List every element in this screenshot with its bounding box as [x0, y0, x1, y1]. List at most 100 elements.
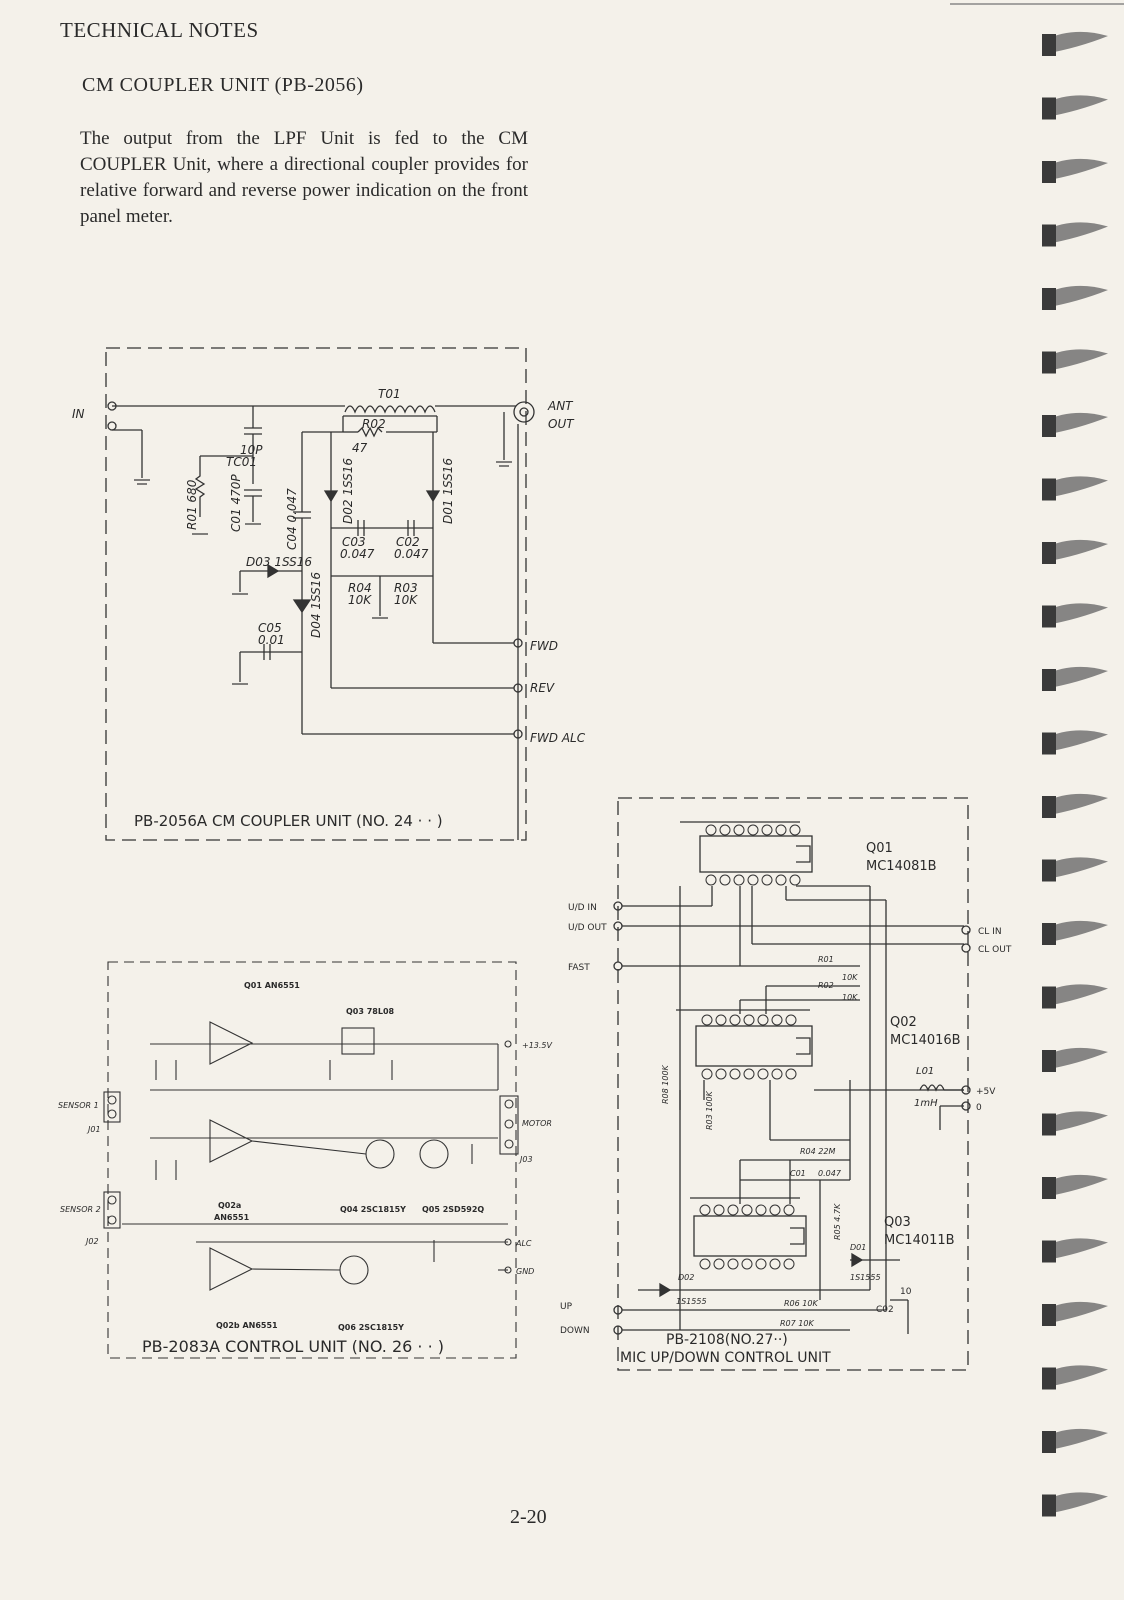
cm-c03-value: 0.047 — [340, 547, 375, 561]
spiral-hole — [1042, 478, 1056, 501]
mic-r01-value: 10K — [842, 973, 858, 982]
mic-updown-labels: Q01 MC14081B Q02 MC14016B Q03 MC14011B U… — [560, 841, 1012, 1336]
ctrl-q01: Q01 AN6551 — [244, 981, 300, 990]
mic-ic-q01-part: MC14081B — [866, 859, 937, 874]
spiral-loop — [1044, 603, 1108, 626]
mic-c02-value: 10 — [900, 1287, 912, 1297]
mic-port-up: UP — [560, 1302, 573, 1312]
spiral-loop — [1044, 730, 1108, 753]
cm-r02-value: 47 — [352, 441, 368, 455]
mic-port-ud-in: U/D IN — [568, 903, 597, 913]
spiral-loop — [1044, 1428, 1108, 1451]
spiral-hole — [1042, 288, 1056, 310]
cm-port-in: IN — [72, 407, 85, 421]
cm-d04: D04 1SS16 — [309, 572, 323, 638]
spiral-loop — [1044, 984, 1108, 1007]
mic-c01: C01 — [790, 1169, 806, 1178]
mic-r02-value: 10K — [842, 993, 858, 1002]
cm-tc01-value: 10P — [240, 443, 263, 457]
ctrl-q03: Q03 78L08 — [346, 1007, 395, 1016]
cm-c05: C05 — [258, 621, 282, 635]
spiral-loop — [1044, 1301, 1108, 1324]
spiral-hole — [1042, 1367, 1056, 1390]
spiral-hole — [1042, 34, 1056, 56]
spiral-loop — [1044, 412, 1108, 435]
spiral-hole — [1042, 1050, 1056, 1072]
spiral-loop — [1044, 1111, 1108, 1134]
spiral-hole — [1042, 1431, 1056, 1453]
unit-heading: CM COUPLER UNIT (PB-2056) — [82, 74, 364, 96]
spiral-hole — [1042, 796, 1056, 818]
spiral-binding — [950, 3, 1124, 1517]
cm-port-fwd-alc: FWD ALC — [530, 731, 586, 745]
spiral-hole — [1042, 1177, 1056, 1199]
ctrl-q04: Q04 2SC1815Y — [340, 1205, 406, 1214]
mic-updown-schematic — [613, 797, 971, 1371]
spiral-loop — [1044, 222, 1108, 245]
mic-port-ud-out: U/D OUT — [568, 923, 607, 933]
cm-d01: D01 1SS16 — [441, 458, 455, 524]
cm-r04-value: 10K — [348, 593, 372, 607]
ctrl-q02a-part: AN6551 — [214, 1213, 250, 1222]
spiral-loop — [1044, 95, 1108, 118]
mic-d02: D02 — [678, 1273, 694, 1282]
cm-tc01: TC01 — [226, 455, 257, 469]
mic-ic-q02-ref: Q02 — [890, 1015, 917, 1030]
mic-port-fast: FAST — [568, 963, 590, 973]
mic-port-cl-in: CL IN — [978, 927, 1002, 937]
ctrl-gnd: GND — [516, 1267, 534, 1276]
ctrl-motor: MOTOR — [522, 1119, 552, 1128]
spiral-loop — [1044, 31, 1108, 54]
spiral-hole — [1042, 923, 1056, 945]
cm-port-out: OUT — [548, 417, 575, 431]
spiral-hole — [1042, 986, 1056, 1009]
page-number: 2-20 — [510, 1506, 547, 1528]
spiral-loop — [1044, 1047, 1108, 1070]
spiral-hole — [1042, 605, 1056, 628]
ctrl-q05: Q05 2SD592Q — [422, 1205, 484, 1214]
cm-r02: R02 — [362, 417, 386, 431]
ctrl-v135: +13.5V — [522, 1041, 553, 1050]
mic-ic-q01-ref: Q01 — [866, 841, 893, 856]
spiral-loop — [1044, 349, 1108, 372]
cm-t01: T01 — [378, 387, 401, 401]
spiral-hole — [1042, 97, 1056, 120]
cm-port-fwd: FWD — [530, 639, 558, 653]
control-unit-labels: Q01 AN6551 Q03 78L08 Q04 2SC1815Y Q05 2S… — [58, 981, 553, 1332]
spiral-hole — [1042, 351, 1056, 374]
cm-c05-value: 0.01 — [258, 633, 285, 647]
cm-r01: R01 680 — [185, 479, 199, 530]
spiral-hole — [1042, 224, 1056, 247]
mic-r04: R04 22M — [800, 1147, 835, 1156]
mic-l01-value: 1mH — [914, 1098, 938, 1109]
mic-port-down: DOWN — [560, 1326, 590, 1336]
mic-c02: C02 — [876, 1305, 894, 1315]
mic-port-5v: +5V — [976, 1087, 996, 1097]
mic-c01-value: 0.047 — [818, 1169, 842, 1178]
spiral-hole — [1042, 1304, 1056, 1326]
mic-ic-q03-ref: Q03 — [884, 1215, 911, 1230]
spiral-loop — [1044, 1238, 1108, 1261]
cm-port-rev: REV — [530, 681, 555, 695]
cm-c01: C01 470P — [229, 474, 243, 532]
spiral-loop — [1044, 666, 1108, 689]
cm-coupler-labels: IN ANT OUT T01 R02 47 TC01 10P R01 680 C… — [72, 387, 586, 745]
section-heading: TECHNICAL NOTES — [60, 18, 259, 42]
spiral-hole — [1042, 1240, 1056, 1263]
spiral-loop — [1044, 1492, 1108, 1515]
mic-port-zero: 0 — [976, 1103, 982, 1113]
cm-coupler-caption: PB-2056A CM COUPLER UNIT (NO. 24 · · ) — [134, 812, 443, 830]
mic-caption-2: MIC UP/DOWN CONTROL UNIT — [620, 1350, 831, 1366]
spiral-hole — [1042, 1113, 1056, 1136]
spiral-loop — [1044, 1365, 1108, 1388]
ctrl-sensor2: SENSOR 2 — [60, 1205, 101, 1214]
cm-c04: C04 0.047 — [285, 488, 299, 550]
intro-paragraph: The output from the LPF Unit is fed to t… — [80, 128, 528, 227]
mic-ic-q03-part: MC14011B — [884, 1233, 955, 1248]
spiral-hole — [1042, 161, 1056, 183]
mic-r07: R07 10K — [780, 1319, 814, 1328]
spiral-hole — [1042, 1494, 1056, 1517]
mic-r02: R02 — [818, 981, 834, 990]
ctrl-j03: J03 — [518, 1155, 533, 1164]
